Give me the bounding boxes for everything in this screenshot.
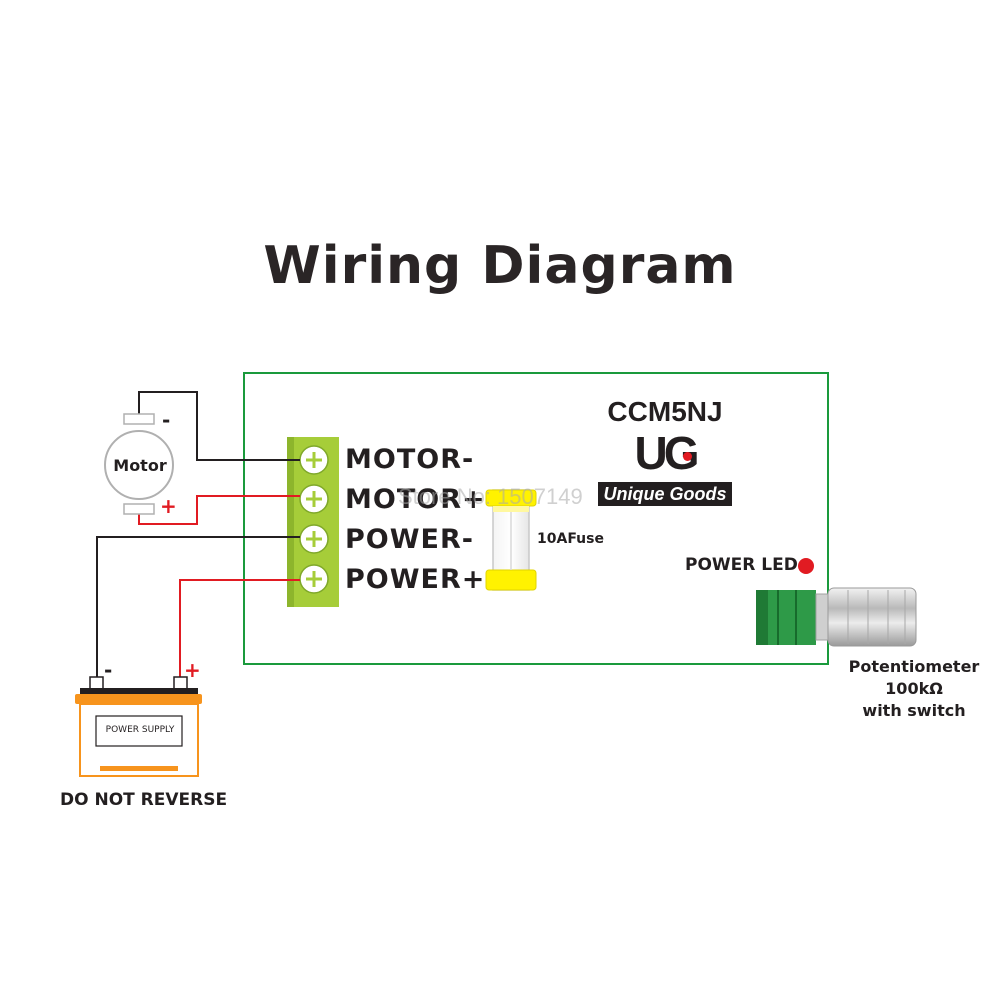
diagram-title: Wiring Diagram [263, 236, 737, 296]
power-supply-label: POWER SUPPLY [105, 725, 175, 735]
brand-logo-letters: UG [634, 427, 700, 479]
motor-label: Motor [113, 456, 167, 475]
controller-board [243, 372, 829, 665]
potentiometer-value: 100kΩ [885, 679, 943, 698]
wire-motor-minus [138, 391, 300, 461]
terminal-block [287, 437, 339, 607]
wire-motor-plus [138, 495, 300, 525]
battery-icon [75, 676, 202, 777]
battery-negative-sign: - [104, 658, 113, 682]
board-model: CCM5NJ [607, 396, 723, 427]
motor-positive-sign: + [160, 494, 177, 518]
brand-logo-tagline: Unique Goods [598, 482, 732, 506]
terminal-screw-motor-plus [299, 484, 329, 514]
terminal-label-power-minus: POWER- [345, 524, 474, 555]
terminal-label-motor-plus: MOTOR+ [345, 484, 486, 515]
terminal-label-motor-minus: MOTOR- [345, 444, 475, 475]
terminal-screw-power-minus [299, 524, 329, 554]
potentiometer-name: Potentiometer [848, 657, 980, 676]
power-led-label: POWER LED [685, 555, 798, 575]
power-led-icon [798, 558, 814, 574]
motor-symbol [104, 413, 174, 515]
logo-dot-icon [683, 452, 692, 461]
polarity-warning: DO NOT REVERSE [60, 790, 228, 810]
terminal-screw-motor-minus [299, 445, 329, 475]
potentiometer-label: Potentiometer 100kΩ with switch [836, 656, 992, 722]
wire-power-minus [96, 536, 300, 683]
store-watermark: Store No: 1507149 [398, 484, 583, 509]
terminal-screw-power-plus [299, 564, 329, 594]
fuse-icon [485, 489, 537, 591]
terminal-label-power-plus: POWER+ [345, 564, 486, 595]
potentiometer-icon[interactable] [756, 587, 917, 647]
battery-positive-sign: + [184, 658, 201, 682]
wire-power-plus [179, 579, 300, 683]
potentiometer-switch-note: with switch [862, 701, 966, 720]
motor-negative-sign: - [162, 408, 171, 432]
fuse-label: 10AFuse [537, 531, 604, 547]
